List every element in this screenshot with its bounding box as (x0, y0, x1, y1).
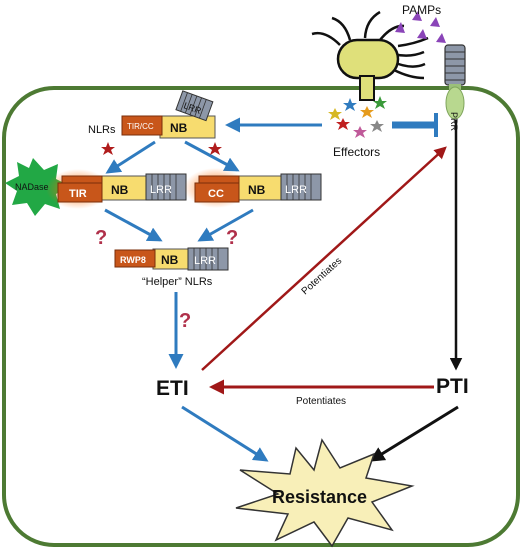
rwp8-label: RWP8 (120, 255, 146, 265)
cc-label: CC (208, 188, 224, 200)
pamps-label: PAMPs (402, 3, 441, 17)
effector-inhibits-prr (392, 113, 438, 137)
nlrs-label: NLRs (88, 124, 116, 136)
prr-receptor (444, 44, 466, 120)
arrow-eti-potentiates-prr (201, 146, 447, 371)
effectors-cluster (328, 96, 387, 138)
helper-lrr-label: LRR (194, 255, 216, 267)
nlr-nb-label: NB (170, 121, 188, 135)
tir-nlr-active (46, 169, 187, 209)
potentiates-label-horizontal: Potentiates (296, 396, 346, 407)
cc-nlr-nb-label: NB (248, 183, 266, 197)
tir-nlr-nb-label: NB (111, 183, 129, 197)
question-mark-right: ? (226, 227, 238, 249)
tir-cc-label: TIR/CC (127, 122, 154, 131)
resistance-label: Resistance (272, 487, 367, 507)
tir-label: TIR (69, 188, 87, 200)
pti-label: PTI (436, 375, 469, 398)
cc-nlr-active (184, 168, 322, 208)
activation-star-right (208, 142, 222, 155)
arrow-eti-to-resistance (181, 405, 269, 462)
helper-nlr (114, 247, 229, 271)
nlr-inactive (121, 90, 216, 139)
arrow-nlr-to-cc (184, 140, 240, 172)
bacterium (311, 10, 429, 101)
arrow-nlr-to-tir (105, 140, 156, 174)
resistance-burst (235, 438, 415, 548)
nadase-label: NADase (15, 182, 49, 192)
eti-label: ETI (156, 377, 189, 400)
activation-star-left (101, 142, 115, 155)
plant-cell-wall (2, 86, 520, 547)
pamps-molecules (395, 11, 446, 43)
arrow-tir-to-helper (104, 208, 163, 242)
cc-nlr-lrr-label: LRR (285, 184, 307, 196)
prr-label: PRR (449, 112, 459, 132)
helper-nb-label: NB (161, 253, 179, 267)
tir-nlr-lrr-label: LRR (150, 184, 172, 196)
arrow-pti-to-resistance (369, 405, 459, 462)
arrow-cc-to-helper (197, 208, 254, 242)
question-mark-center: ? (179, 310, 191, 332)
question-mark-left: ? (95, 227, 107, 249)
effectors-label: Effectors (333, 145, 380, 159)
helper-nlrs-label: “Helper” NLRs (142, 276, 213, 288)
